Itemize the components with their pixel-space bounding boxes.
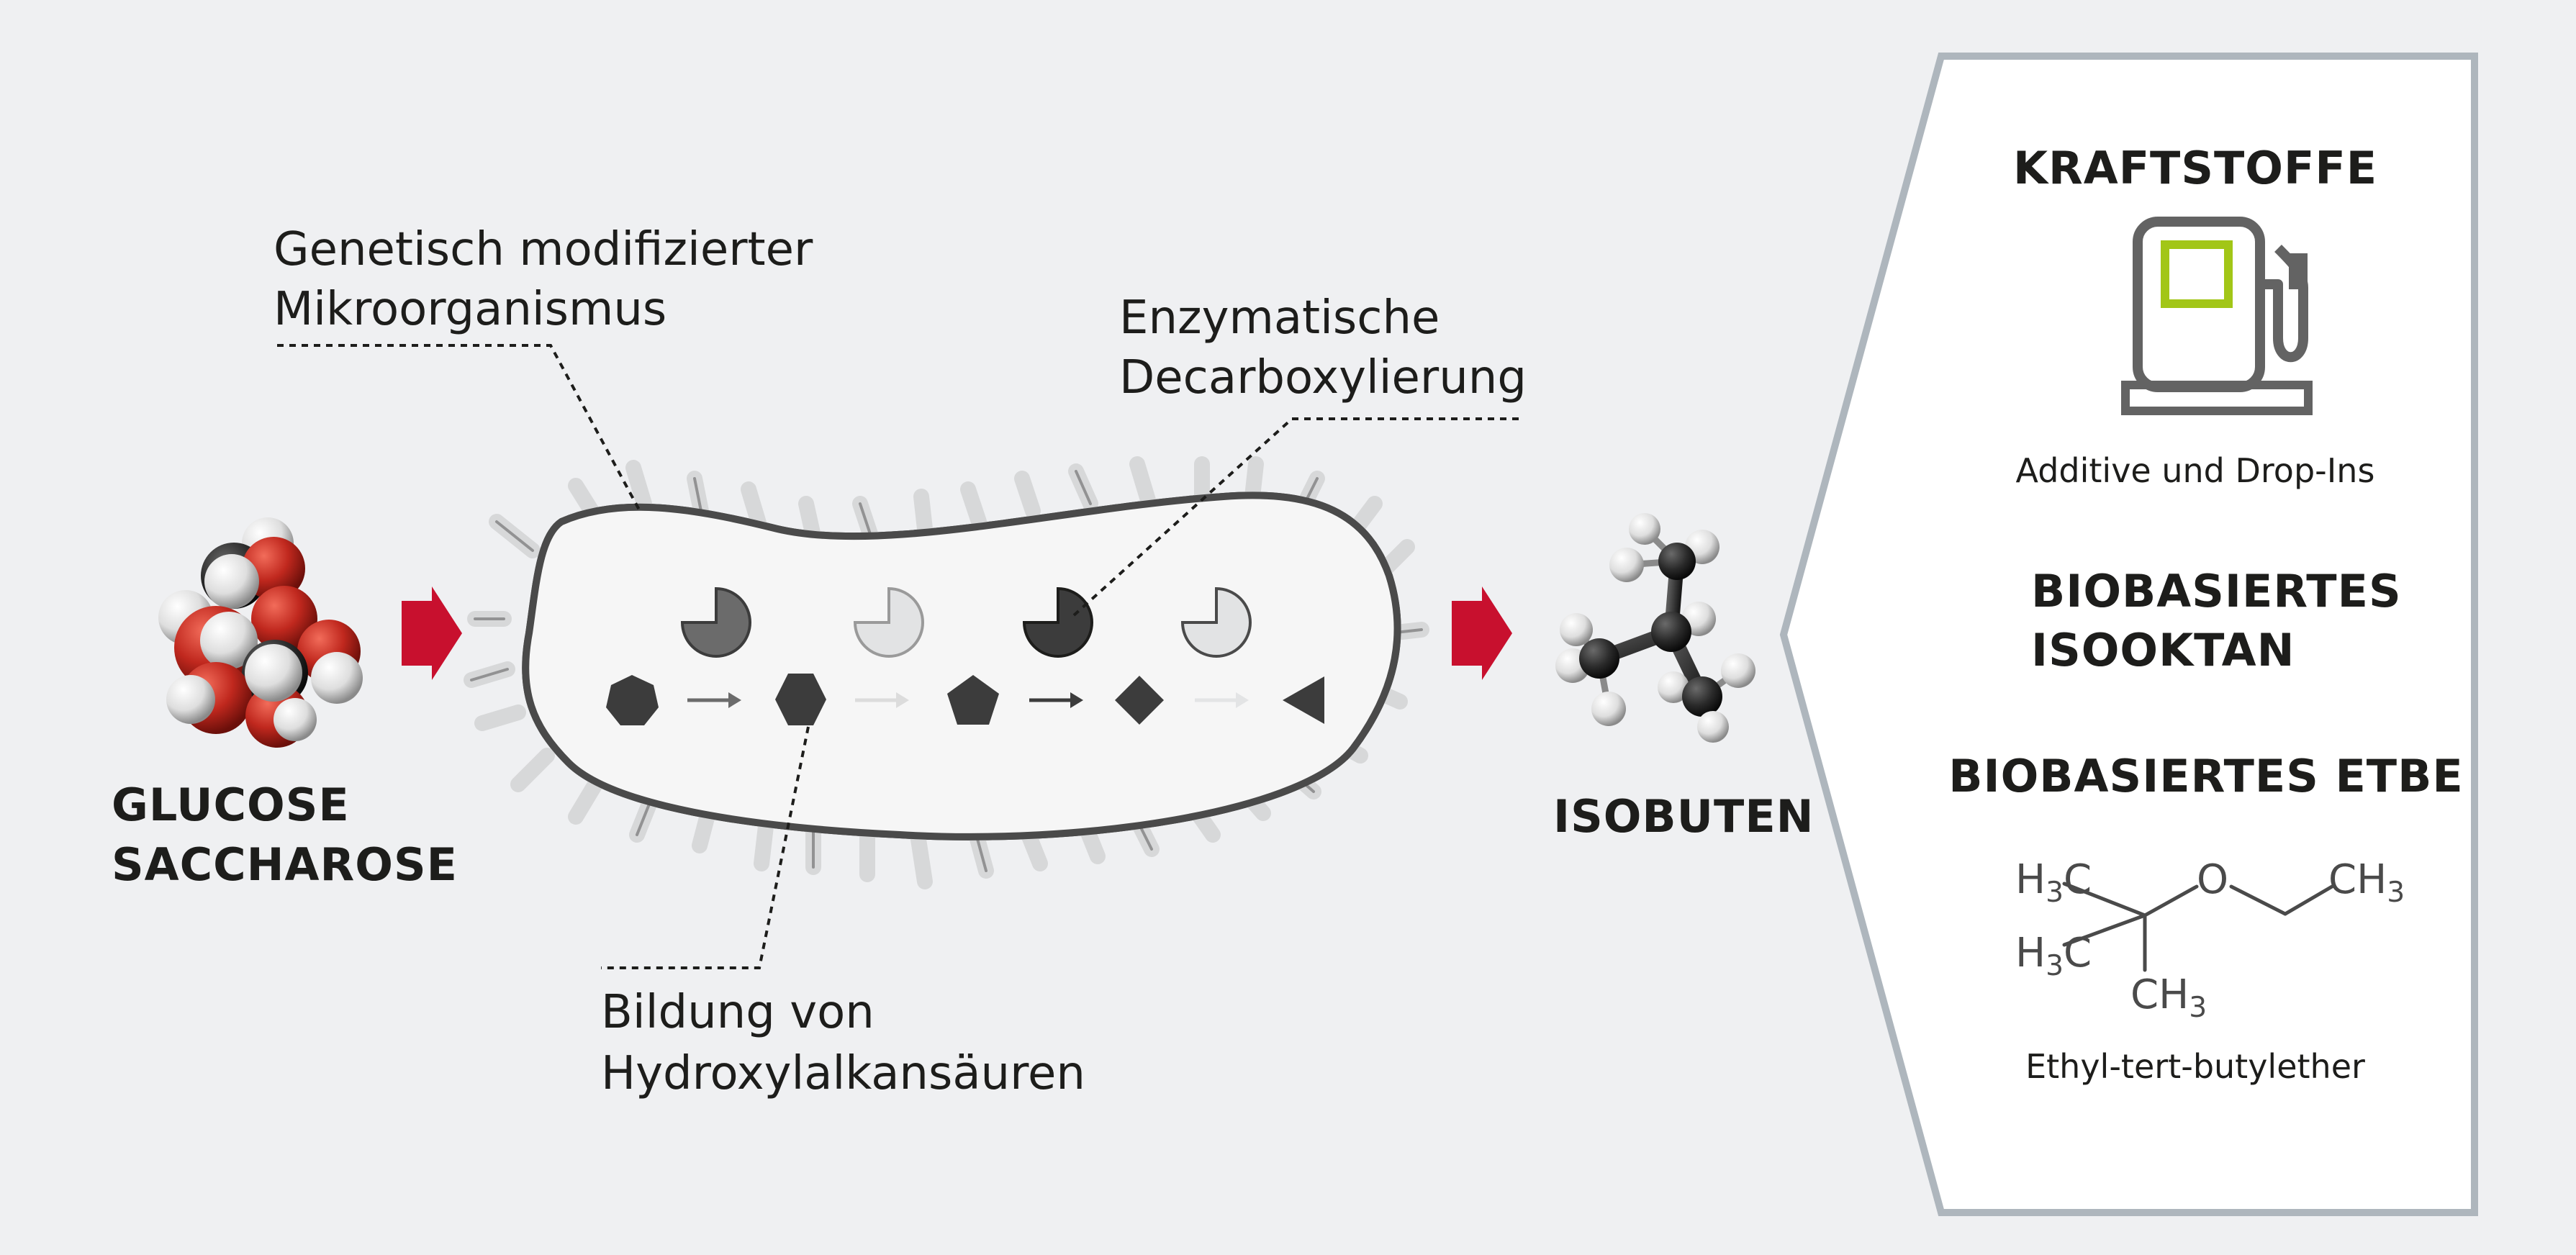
panel-title-fuels: KRAFTSTOFFE — [2012, 142, 2378, 194]
heptagon-icon — [606, 675, 659, 725]
formula-ch3-right: CH3 — [2328, 856, 2405, 910]
panel-isooctane-line1: BIOBASIERTES — [2031, 565, 2402, 617]
panel-title-etbe: BIOBASIERTES ETBE — [1948, 750, 2464, 802]
formula-h3c-top: H3C — [2015, 856, 2092, 910]
enzyme-icons — [680, 586, 1252, 658]
callout-enzyme-line2: Decarboxylierung — [1119, 351, 1527, 404]
input-label-glucose: GLUCOSE — [112, 779, 350, 831]
fuel-pump-icon — [2121, 217, 2313, 415]
callout-formation-line1: Bildung von — [601, 986, 875, 1039]
formula-oxygen: O — [2197, 856, 2229, 903]
callout-organism-line2: Mikroorganismus — [274, 283, 667, 336]
metabolic-pathway — [606, 674, 1324, 725]
enzyme-icon-1 — [680, 586, 751, 658]
isobutene-molecule-icon — [1555, 513, 1755, 743]
callout-formation-line2: Hydroxylalkansäuren — [601, 1047, 1085, 1100]
panel-isooctane-line2: ISOOKTAN — [2031, 624, 2295, 676]
enzyme-icon-2 — [853, 586, 924, 658]
product-label-isobuten: ISOBUTEN — [1553, 790, 1815, 843]
enzyme-icon-3 — [1022, 586, 1093, 658]
formula-ch3-bottom: CH3 — [2130, 971, 2207, 1025]
callout-leader-lines — [277, 344, 1519, 969]
diamond-icon — [1115, 676, 1164, 725]
hexagon-icon — [775, 674, 826, 725]
formula-h3c-bottom: H3C — [2015, 930, 2092, 983]
pentagon-icon — [947, 675, 999, 725]
enzyme-icon-4 — [1180, 586, 1252, 658]
panel-caption-etbe: Ethyl-tert-butylether — [2025, 1047, 2365, 1086]
panel-caption-fuels: Additive und Drop-Ins — [2015, 451, 2375, 490]
callout-enzyme-line1: Enzymatische — [1119, 291, 1440, 345]
input-arrow-icon — [402, 586, 462, 680]
etbe-structure-icon — [2062, 882, 2334, 972]
input-label-saccharose: SACCHAROSE — [112, 838, 458, 891]
output-arrow-icon — [1452, 586, 1512, 680]
triangle-icon — [1283, 676, 1324, 724]
microorganism-cell — [464, 456, 1429, 889]
callout-organism-line1: Genetisch modifizierter — [274, 223, 813, 276]
glucose-molecule-icon — [158, 517, 363, 748]
